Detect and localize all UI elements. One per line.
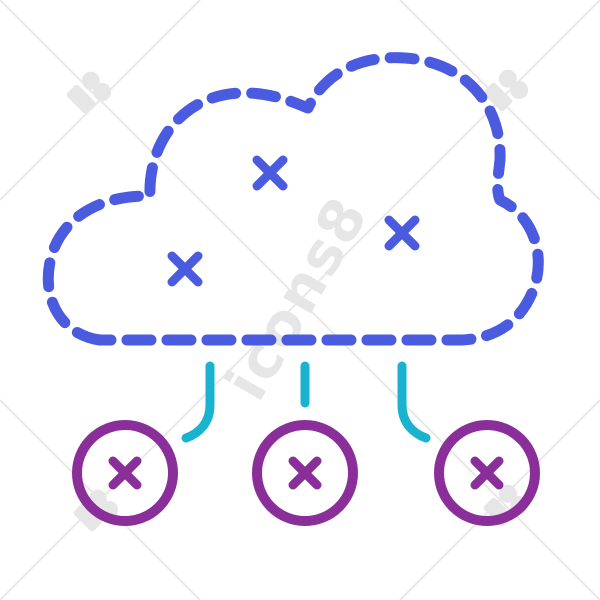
nodes xyxy=(72,420,540,526)
error-node-icon xyxy=(72,420,178,526)
error-node-icon xyxy=(434,420,540,526)
cross-mark-icon xyxy=(252,155,288,191)
error-node-icon xyxy=(252,420,358,526)
cross-mark-icon xyxy=(384,215,420,251)
watermark-text: icons8 xyxy=(212,185,382,412)
connector-right xyxy=(397,361,431,443)
cloud-outline xyxy=(42,52,544,346)
watermark-logo-icon xyxy=(483,69,529,112)
cross-mark-icon xyxy=(167,251,203,287)
watermark-logo-icon xyxy=(66,71,112,114)
cloud-marks xyxy=(167,155,420,287)
cloud-icon xyxy=(42,52,544,346)
connectors xyxy=(181,361,431,443)
connector-left xyxy=(181,361,215,443)
